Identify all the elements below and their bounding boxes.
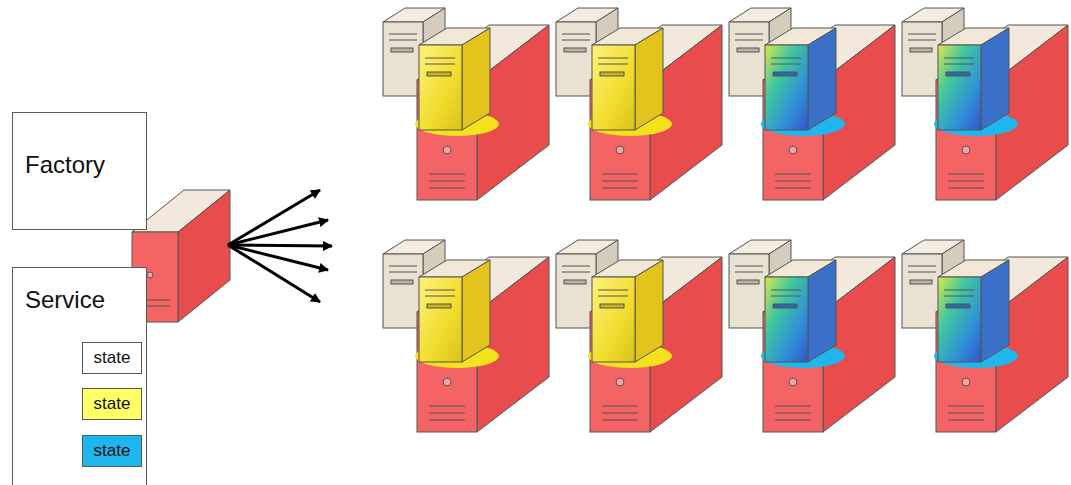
state-box: state — [82, 388, 142, 420]
component-label: Factory — [25, 151, 146, 179]
component-label: Service — [25, 286, 146, 314]
component-box: Factory — [12, 112, 147, 230]
component-box: Service state state state — [12, 267, 147, 485]
server-cluster-row — [383, 8, 1068, 200]
fan-out-arrows — [228, 190, 332, 302]
state-label: state — [83, 441, 141, 461]
state-label: state — [83, 348, 141, 368]
state-box: state — [82, 435, 142, 467]
state-label: state — [83, 394, 141, 414]
server-cluster-row — [383, 240, 1068, 432]
state-box: state — [82, 342, 142, 374]
